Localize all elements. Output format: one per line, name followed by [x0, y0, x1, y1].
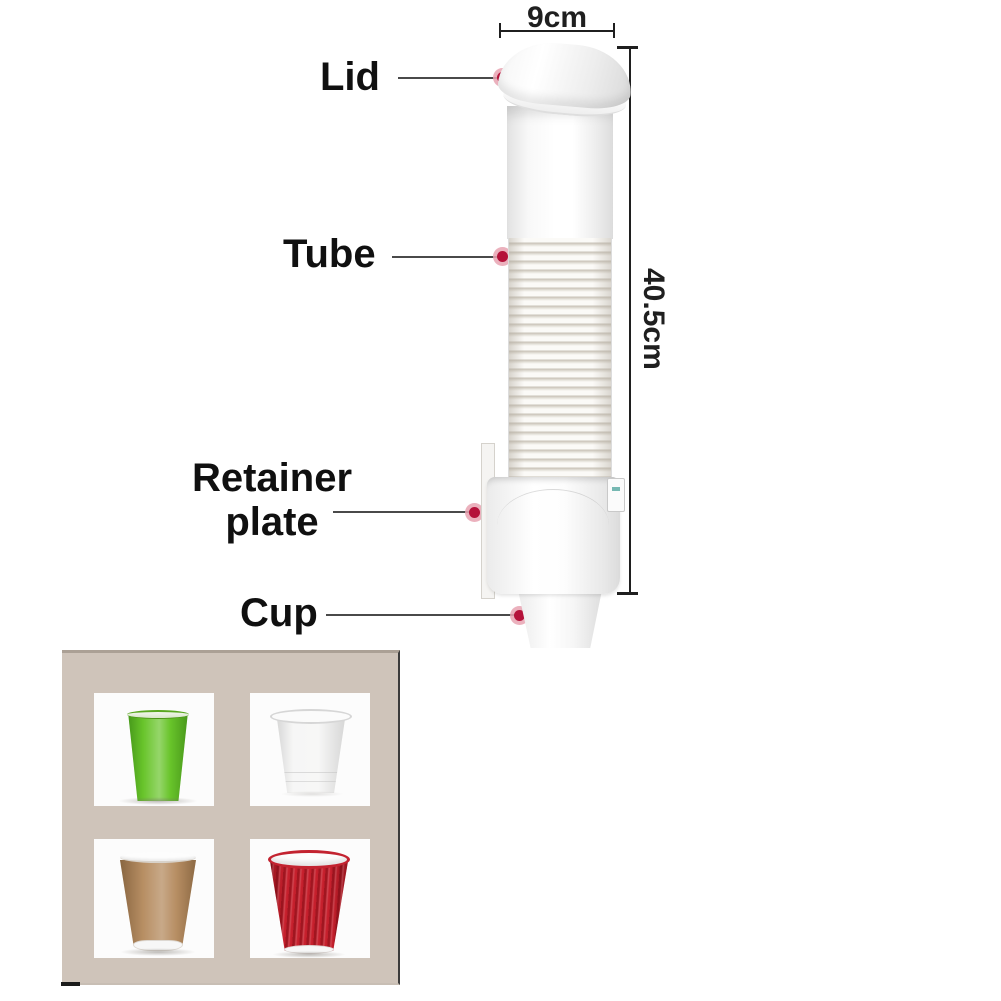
label-retainer-plate: Retainer plate — [172, 456, 372, 544]
label-lid: Lid — [320, 55, 380, 99]
clear-plastic-cup-swatch — [250, 693, 370, 806]
red-ripple-cup-base — [284, 945, 334, 954]
dispensed-cup — [518, 590, 602, 648]
kraft-paper-cup-rim — [120, 852, 196, 863]
retainer-plate-seam — [497, 489, 609, 525]
label-cup: Cup — [240, 591, 318, 635]
clear-plastic-cup-rim — [270, 709, 352, 724]
height-dimension-line — [629, 47, 631, 595]
red-ripple-cup-rim — [268, 850, 350, 869]
width-dimension-tick-left — [499, 23, 501, 38]
height-dimension-tick-bottom — [617, 592, 638, 595]
marker-dot-cup — [514, 610, 525, 621]
panel-corner-mark — [61, 982, 80, 986]
height-dimension-tick-top — [617, 46, 638, 49]
label-retainer-line2: plate — [225, 500, 319, 544]
green-paper-cup-rim — [127, 710, 189, 719]
clear-cup-shadow — [280, 791, 344, 797]
label-tube: Tube — [283, 232, 376, 276]
width-dimension-tick-right — [613, 23, 615, 38]
green-paper-cup-swatch — [94, 693, 214, 806]
green-cup-shadow — [118, 797, 198, 805]
dispenser-tube — [507, 106, 613, 239]
kraft-paper-cup-swatch — [94, 839, 214, 958]
leader-line-retainer — [333, 511, 470, 513]
label-retainer-line1: Retainer — [191, 456, 353, 500]
cup-variants-panel — [61, 650, 400, 986]
leader-line-lid — [398, 77, 498, 79]
red-cup-shadow — [272, 951, 346, 958]
kraft-paper-cup-base — [133, 940, 183, 951]
red-ripple-cup-swatch — [250, 839, 370, 958]
red-ripple-cup — [270, 861, 348, 951]
height-dimension-value: 40.5cm — [637, 268, 670, 370]
marker-dot-tube — [497, 251, 508, 262]
marker-dot-retainer — [469, 507, 480, 518]
width-dimension-value: 9cm — [526, 1, 588, 34]
green-paper-cup — [128, 714, 188, 801]
side-label-sticker — [607, 478, 625, 512]
kraft-cup-shadow — [120, 948, 196, 956]
width-dimension-line — [500, 30, 614, 32]
clear-plastic-cup — [277, 720, 345, 793]
leader-line-tube — [392, 256, 498, 258]
leader-line-cup — [326, 614, 515, 616]
kraft-paper-cup — [120, 860, 196, 946]
stacked-cups — [508, 238, 612, 478]
